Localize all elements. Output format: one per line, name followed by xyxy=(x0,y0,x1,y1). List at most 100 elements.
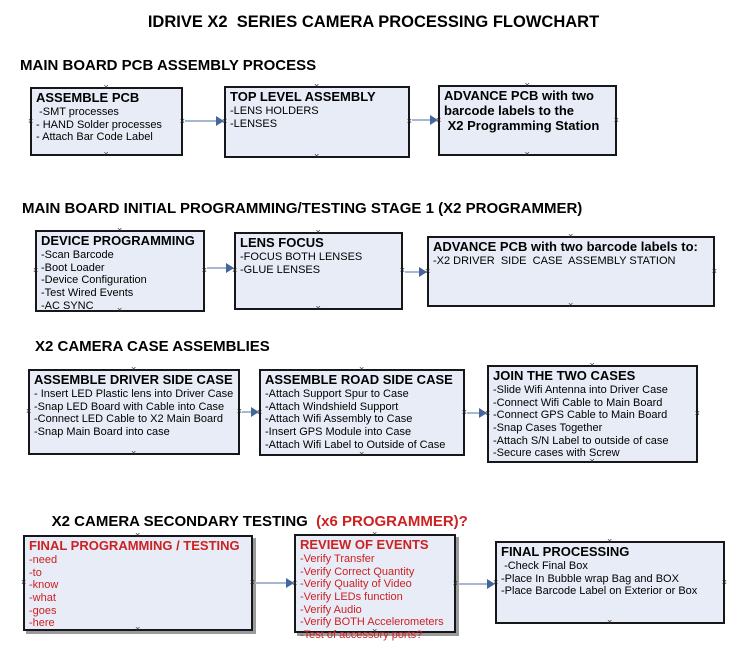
connection-handle-icon: × xyxy=(33,265,39,275)
connection-handle-icon: × xyxy=(524,149,530,159)
connection-handle-icon: × xyxy=(201,265,207,275)
arrow-right-icon xyxy=(479,408,487,418)
page-title: IDRIVE X2 SERIES CAMERA PROCESSING FLOWC… xyxy=(147,13,600,31)
box-title: DEVICE PROGRAMMING xyxy=(41,233,195,248)
connector-line xyxy=(207,267,229,269)
connection-handle-icon: × xyxy=(589,456,595,466)
connection-handle-icon: × xyxy=(406,116,412,126)
box-body: -SMT processes - HAND Solder processes -… xyxy=(36,105,162,144)
flow-box-join-the-two-cases: JOIN THE TWO CASES -Slide Wifi Antenna i… xyxy=(485,361,700,466)
connection-handle-icon: × xyxy=(103,149,109,159)
arrow-right-icon xyxy=(251,407,259,417)
connection-handle-icon: × xyxy=(613,114,619,125)
connection-handle-icon: × xyxy=(359,364,365,374)
section-heading-initial-programming: MAIN BOARD INITIAL PROGRAMMING/TESTING S… xyxy=(22,200,583,217)
box-title: ASSEMBLE DRIVER SIDE CASE xyxy=(34,372,233,387)
connection-handle-icon: × xyxy=(135,530,141,540)
box-body: -Slide Wifi Antenna into Driver Case -Co… xyxy=(493,383,669,460)
box-title: ADVANCE PCB with two barcode labels to: xyxy=(433,239,698,254)
connection-handle-icon: × xyxy=(28,115,34,126)
connector-line xyxy=(467,412,482,414)
flow-box-assemble-driver-side-case: ASSEMBLE DRIVER SIDE CASE - Insert LED P… xyxy=(26,365,242,458)
connection-handle-icon: × xyxy=(568,300,574,310)
connector-line xyxy=(255,582,289,584)
flow-box-review-of-events: REVIEW OF EVENTS -Verify Transfer -Verif… xyxy=(292,530,458,641)
flow-box-final-processing: FINAL PROCESSING -Check Final Box -Place… xyxy=(493,537,727,627)
connection-handle-icon: × xyxy=(21,577,27,587)
connector-road-case-to-join xyxy=(467,408,487,418)
connection-handle-icon: × xyxy=(135,624,141,634)
connection-handle-icon: × xyxy=(131,448,137,458)
box-body: -Check Final Box -Place In Bubble wrap B… xyxy=(501,559,698,598)
box-body: -Attach Support Spur to Case -Attach Win… xyxy=(265,387,446,451)
connector-review-to-final-processing xyxy=(458,579,495,589)
connector-device-to-lens-focus xyxy=(207,263,234,273)
section-heading-text: X2 CAMERA SECONDARY TESTING xyxy=(51,513,312,530)
arrow-right-icon xyxy=(286,578,294,588)
box-body: - Insert LED Plastic lens into Driver Ca… xyxy=(34,387,234,438)
connection-handle-icon: × xyxy=(257,406,263,417)
box-body: -FOCUS BOTH LENSES -GLUE LENSES xyxy=(240,250,363,276)
connection-handle-icon: × xyxy=(117,305,123,315)
connection-handle-icon: × xyxy=(314,81,320,91)
box-title: LENS FOCUS xyxy=(240,235,324,250)
connection-handle-icon: × xyxy=(103,82,109,92)
section-heading-case-assemblies: X2 CAMERA CASE ASSEMBLIES xyxy=(35,338,270,355)
box-body: -LENS HOLDERS -LENSES xyxy=(230,104,319,130)
connection-handle-icon: × xyxy=(399,265,405,275)
box-body: -X2 DRIVER SIDE CASE ASSEMBLY STATION xyxy=(433,254,676,267)
connector-driver-to-road-case xyxy=(242,407,259,417)
connection-handle-icon: × xyxy=(131,364,137,374)
flow-box-device-programming: DEVICE PROGRAMMING -Scan Barcode -Boot L… xyxy=(33,226,207,315)
section-heading-secondary-testing: X2 CAMERA SECONDARY TESTING (x6 PROGRAMM… xyxy=(35,496,468,547)
connection-handle-icon: × xyxy=(26,406,32,416)
connector-line xyxy=(412,119,433,121)
connection-handle-icon: × xyxy=(315,227,321,237)
box-title: FINAL PROCESSING xyxy=(501,544,630,559)
connection-handle-icon: × xyxy=(721,576,727,587)
connection-handle-icon: × xyxy=(485,408,491,418)
box-title: ASSEMBLE PCB xyxy=(36,90,140,105)
connection-handle-icon: × xyxy=(117,225,123,235)
connection-handle-icon: × xyxy=(493,576,499,587)
connection-handle-icon: × xyxy=(607,617,613,627)
connection-handle-icon: × xyxy=(452,577,458,588)
connector-line xyxy=(185,120,219,122)
box-title: ASSEMBLE ROAD SIDE CASE xyxy=(265,372,453,387)
box-title: JOIN THE TWO CASES xyxy=(493,368,636,383)
arrow-right-icon xyxy=(430,115,438,125)
connector-lens-focus-to-advance xyxy=(405,267,427,277)
arrow-right-icon xyxy=(419,267,427,277)
connector-pcb-to-top-level xyxy=(185,116,224,126)
box-body: -Verify Transfer -Verify Correct Quantit… xyxy=(300,552,444,641)
arrow-right-icon xyxy=(226,263,234,273)
connection-handle-icon: × xyxy=(232,265,238,275)
connector-final-programming-to-review xyxy=(255,578,294,588)
section-heading-pcb-assembly: MAIN BOARD PCB ASSEMBLY PROCESS xyxy=(20,57,317,74)
connection-handle-icon: × xyxy=(461,406,467,417)
connection-handle-icon: × xyxy=(568,231,574,241)
box-title: ADVANCE PCB with two barcode labels to t… xyxy=(444,88,600,133)
flow-box-top-level-assembly: TOP LEVEL ASSEMBLY -LENS HOLDERS -LENSES… xyxy=(222,82,412,161)
box-body: -need -to -know -what -goes -here xyxy=(29,553,59,630)
connector-top-level-to-advance xyxy=(412,115,438,125)
flow-box-advance-pcb-programming-station: ADVANCE PCB with two barcode labels to t… xyxy=(436,81,619,159)
connection-handle-icon: × xyxy=(607,536,613,546)
flow-box-advance-pcb-driver-side: ADVANCE PCB with two barcode labels to: … xyxy=(425,232,717,310)
connection-handle-icon: × xyxy=(179,115,185,126)
connection-handle-icon: × xyxy=(436,114,442,125)
connection-handle-icon: × xyxy=(524,80,530,90)
box-title: FINAL PROGRAMMING / TESTING xyxy=(29,538,240,553)
connection-handle-icon: × xyxy=(372,529,378,539)
box-title: REVIEW OF EVENTS xyxy=(300,537,429,552)
connection-handle-icon: × xyxy=(694,408,700,418)
connection-handle-icon: × xyxy=(236,406,242,416)
flow-box-final-programming-testing: FINAL PROGRAMMING / TESTING -need -to -k… xyxy=(21,531,255,634)
connection-handle-icon: × xyxy=(249,577,255,587)
box-title: TOP LEVEL ASSEMBLY xyxy=(230,89,376,104)
connector-line xyxy=(242,411,254,413)
connection-handle-icon: × xyxy=(425,265,431,276)
connection-handle-icon: × xyxy=(589,360,595,370)
connection-handle-icon: × xyxy=(372,626,378,636)
section-heading-red-text: (x6 PROGRAMMER)? xyxy=(311,513,468,530)
